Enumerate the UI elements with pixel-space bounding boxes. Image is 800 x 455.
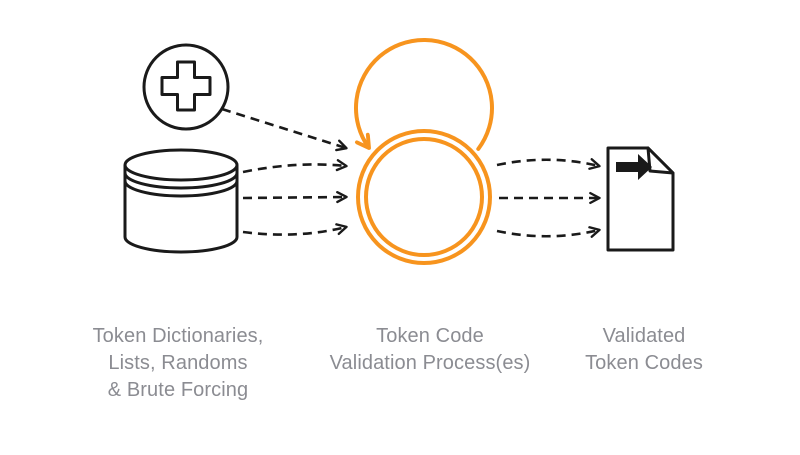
dashed-arrow-db-top [242,159,348,174]
process-double-circle-icon [356,129,492,265]
label-validated-output: Validated Token Codes [585,325,703,374]
dashed-arrow-out-bottom [496,226,601,238]
output-arrows [496,158,601,238]
input-arrows [221,107,348,236]
dashed-arrow-db-bottom [242,223,348,236]
dashed-arrow-plus-to-process [221,107,348,152]
plus-circle-icon [142,43,230,131]
database-icon [123,148,239,254]
label-validation-process: Token Code Validation Process(es) [329,325,531,374]
document-export-icon [606,146,675,252]
loop-arrow-icon [353,37,494,151]
label-token-sources: Token Dictionaries, Lists, Randoms & Bru… [92,325,264,401]
dashed-arrow-db-mid [242,191,348,204]
dashed-arrow-out-top [496,158,601,170]
